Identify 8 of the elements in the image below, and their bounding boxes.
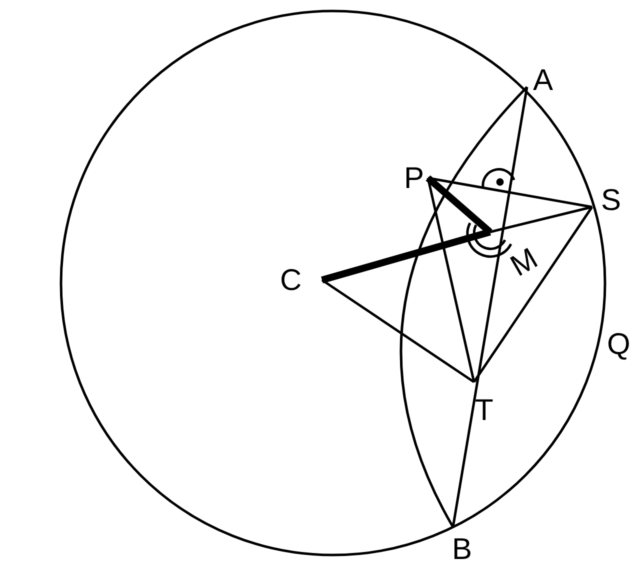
point-label: C <box>280 266 302 296</box>
point-label: M <box>506 244 543 282</box>
point-label: B <box>452 535 472 565</box>
point-label: P <box>404 164 424 194</box>
point-label: T <box>475 396 494 426</box>
point-label: A <box>533 66 554 96</box>
point-label: S <box>601 186 622 216</box>
point-label: Q <box>607 330 630 360</box>
